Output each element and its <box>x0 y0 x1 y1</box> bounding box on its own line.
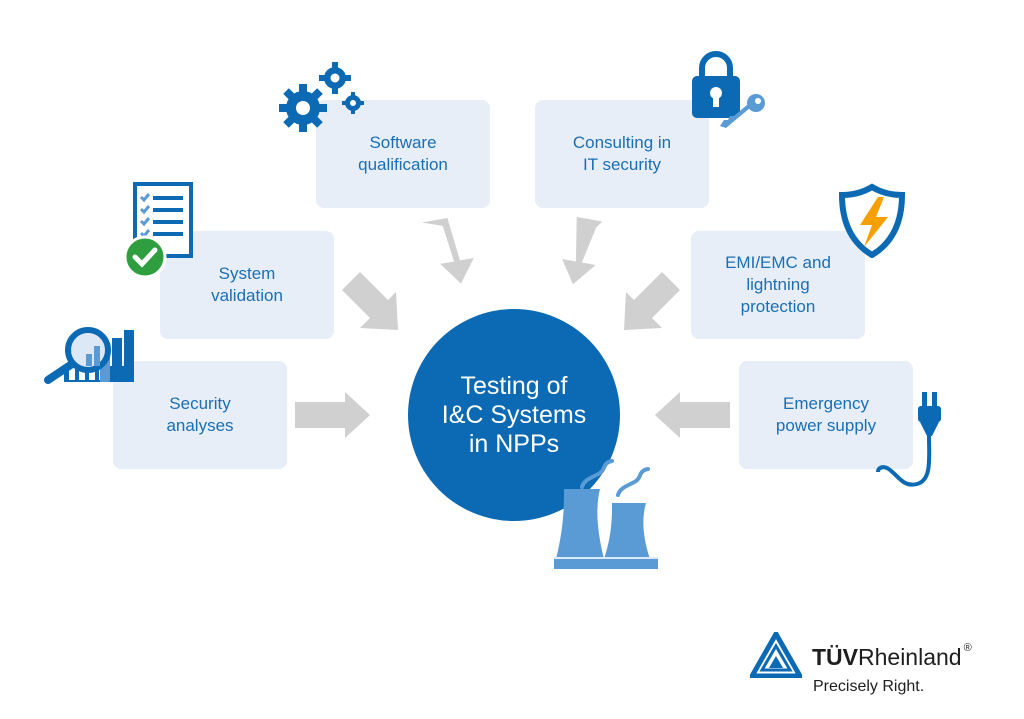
shield-lightning-icon <box>838 183 906 258</box>
logo-tagline: Precisely Right. <box>813 678 925 695</box>
tuv-logo: TÜVRheinland® Precisely Right. <box>750 630 1010 700</box>
box-label: Software qualification <box>358 133 448 174</box>
check-badge-icon <box>123 235 167 279</box>
arrow-consulting <box>562 216 603 285</box>
arrow-emi <box>624 272 680 330</box>
box-security-analyses: Security analyses <box>113 361 287 469</box>
box-emi-emc-lightning: EMI/EMC and lightning protection <box>691 231 865 339</box>
box-consulting-it-security: Consulting in IT security <box>535 100 709 208</box>
box-software-qualification: Software qualification <box>316 100 490 208</box>
cooling-towers-icon <box>554 459 658 569</box>
arrow-security <box>295 392 370 438</box>
magnifier-chart-icon <box>44 327 134 384</box>
gears-icon <box>279 62 364 132</box>
box-emergency-power: Emergency power supply <box>739 361 913 469</box>
tuv-triangle-logo-icon <box>750 632 802 678</box>
box-label: Emergency power supply <box>775 394 877 435</box>
arrow-software <box>421 217 474 284</box>
arrow-system <box>342 272 398 330</box>
box-label: EMI/EMC and lightning protection <box>725 253 831 316</box>
box-label: Security analyses <box>166 394 234 435</box>
logo-brand: TÜVRheinland® <box>812 642 972 671</box>
arrow-emergency <box>655 392 730 438</box>
logo-brand-regular: Rheinland <box>858 644 962 670</box>
power-plug-icon <box>876 392 941 487</box>
center-label: Testing of I&C Systems in NPPs <box>441 371 587 458</box>
box-label: System validation <box>211 264 283 305</box>
logo-brand-bold: TÜV <box>812 644 858 670</box>
logo-registered: ® <box>963 642 972 654</box>
box-label: Consulting in IT security <box>572 133 672 174</box>
padlock-key-icon <box>692 51 765 128</box>
